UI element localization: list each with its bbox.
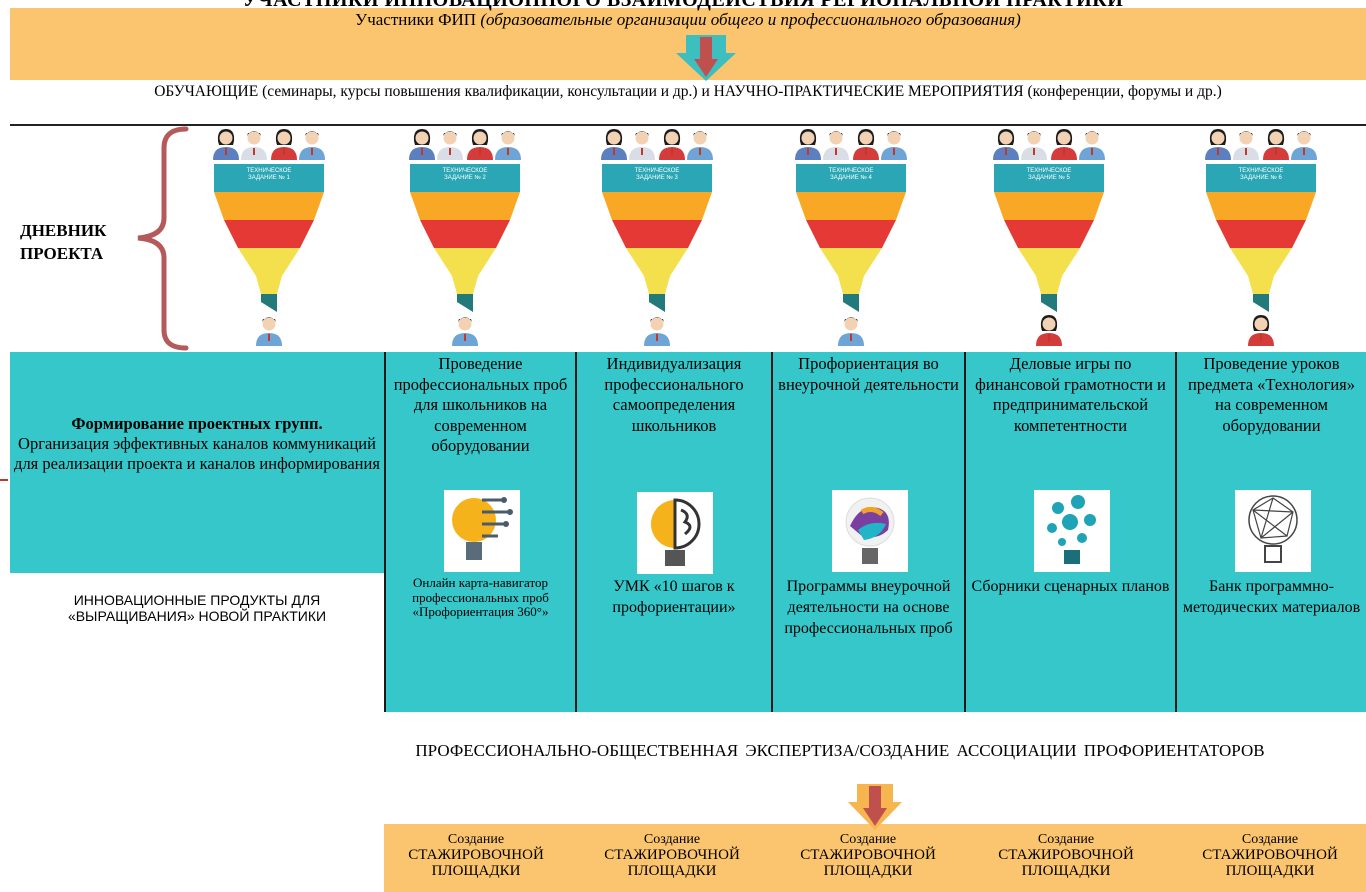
technical-task-label: ТЕХНИЧЕСКОЕ ЗАДАНИЕ № 3	[634, 168, 680, 181]
task-funnel: ТЕХНИЧЕСКОЕ ЗАДАНИЕ № 3	[592, 126, 722, 350]
training-events-text: ОБУЧАЮЩИЕ (семинары, курсы повышения ква…	[154, 83, 1222, 100]
project-groups-block	[10, 352, 384, 573]
activity-column: Проведение уроков предмета «Технология» …	[1175, 352, 1366, 712]
activity-column: Деловые игры по финансовой грамотности и…	[964, 352, 1175, 712]
activity-title: Проведение уроков предмета «Технология» …	[1187, 354, 1356, 435]
activity-column: Профориентация во внеурочной деятельност…	[771, 352, 964, 712]
bracket-icon	[137, 126, 189, 351]
project-groups-title: Формирование проектных групп.	[71, 414, 323, 433]
page-title: УЧАСТНИКИ ИННОВАЦИОННОГО ВЗАИМОДЕЙСТВИЯ …	[242, 0, 1124, 11]
internship-platform: Создание СТАЖИРОВОЧНОЙ ПЛОЩАДКИ	[408, 832, 544, 879]
project-groups-text: Формирование проектных групп. Организаци…	[10, 414, 384, 474]
activity-title: Профориентация во внеурочной деятельност…	[778, 354, 959, 394]
down-arrow-icon	[848, 784, 902, 830]
activity-title: Проведение профессиональных проб для шко…	[393, 354, 568, 455]
connector-mark	[0, 479, 8, 481]
funnel-icon	[601, 129, 713, 346]
activity-column: Индивидуализация профессионального самоо…	[575, 352, 771, 712]
task-funnel: ТЕХНИЧЕСКОЕ ЗАДАНИЕ № 2	[400, 126, 530, 350]
lightbulb-brain-icon	[637, 492, 713, 574]
participants-text: Участники ФИП (образовательные организац…	[10, 10, 1366, 30]
lightbulb-polygon-icon	[1235, 490, 1311, 572]
funnel-icon	[993, 129, 1105, 346]
task-funnel: ТЕХНИЧЕСКОЕ ЗАДАНИЕ № 4	[786, 126, 916, 350]
funnel-icon	[409, 129, 521, 346]
funnel-icon	[795, 129, 907, 346]
innovative-product: Банк программно-методических материалов	[1182, 578, 1361, 616]
innovative-product: УМК «10 шагов к профориентации»	[612, 578, 736, 616]
technical-task-label: ТЕХНИЧЕСКОЕ ЗАДАНИЕ № 6	[1238, 168, 1284, 181]
internship-platform: Создание СТАЖИРОВОЧНОЙ ПЛОЩАДКИ	[604, 832, 740, 879]
innovative-products-label: ИННОВАЦИОННЫЕ ПРОДУКТЫ ДЛЯ «ВЫРАЩИВАНИЯ»…	[67, 592, 327, 624]
lightbulb-paint-icon	[832, 490, 908, 572]
innovative-product: Сборники сценарных планов	[971, 578, 1170, 595]
internship-platform: Создание СТАЖИРОВОЧНОЙ ПЛОЩАДКИ	[800, 832, 936, 879]
activity-title: Деловые игры по финансовой грамотности и…	[975, 354, 1166, 435]
down-arrow-icon	[676, 35, 736, 81]
innovative-product: Программы внеурочной деятельности на осн…	[784, 578, 953, 637]
technical-task-label: ТЕХНИЧЕСКОЕ ЗАДАНИЕ № 4	[828, 168, 874, 181]
task-funnel: ТЕХНИЧЕСКОЕ ЗАДАНИЕ № 6	[1196, 126, 1326, 350]
task-funnel: ТЕХНИЧЕСКОЕ ЗАДАНИЕ № 5	[984, 126, 1114, 350]
technical-task-label: ТЕХНИЧЕСКОЕ ЗАДАНИЕ № 2	[442, 168, 488, 181]
divider	[10, 124, 1366, 126]
technical-task-label: ТЕХНИЧЕСКОЕ ЗАДАНИЕ № 5	[1026, 168, 1072, 181]
participants-detail: (образовательные организации общего и пр…	[480, 10, 1021, 29]
lightbulb-circuit-brain-icon	[444, 490, 520, 572]
internship-platform: Создание СТАЖИРОВОЧНОЙ ПЛОЩАДКИ	[998, 832, 1134, 879]
task-funnel: ТЕХНИЧЕСКОЕ ЗАДАНИЕ № 1	[204, 126, 334, 350]
lightbulb-network-icon	[1034, 490, 1110, 572]
activity-column: Проведение профессиональных проб для шко…	[384, 352, 575, 712]
activity-title: Индивидуализация профессионального самоо…	[604, 354, 744, 435]
project-diary-label: ДНЕВНИК ПРОЕКТА	[20, 221, 107, 263]
innovative-product: Онлайн карта-навигатор профессиональных …	[412, 575, 549, 619]
technical-task-label: ТЕХНИЧЕСКОЕ ЗАДАНИЕ № 1	[246, 168, 292, 181]
project-groups-description: Организация эффективных каналов коммуник…	[14, 434, 380, 473]
funnel-icon	[1205, 129, 1317, 346]
internship-platform: Создание СТАЖИРОВОЧНОЙ ПЛОЩАДКИ	[1202, 832, 1338, 879]
platforms-band	[384, 824, 1366, 892]
participants-label: Участники ФИП	[355, 10, 477, 29]
funnel-icon	[213, 129, 325, 346]
expertise-text: ПРОФЕССИОНАЛЬНО-ОБЩЕСТВЕННАЯ ЭКСПЕРТИЗА/…	[415, 741, 1265, 760]
